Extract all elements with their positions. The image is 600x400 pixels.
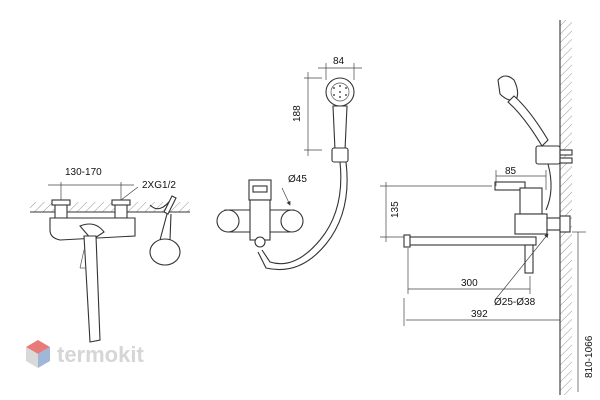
- spout-front: [83, 235, 101, 343]
- thread-label: 2XG1/2: [142, 180, 176, 191]
- shower-head-front: [149, 238, 181, 266]
- body-profile: [519, 187, 543, 215]
- dim-135: 135: [390, 201, 401, 218]
- hose: [261, 161, 342, 265]
- dim-188: 188: [292, 105, 303, 122]
- escutcheon-left: [216, 209, 240, 233]
- dim-85: 85: [505, 166, 517, 177]
- eccentric-left: [54, 203, 68, 219]
- escutcheon-right: [280, 209, 304, 233]
- diverter-profile: [524, 244, 534, 274]
- brand-watermark: termokit: [26, 340, 144, 368]
- profile-view: 85 135 300 Ø25-Ø38 392 810-1066: [380, 20, 595, 395]
- body-lower-profile: [514, 213, 548, 235]
- side-view: 84 188 Ø45: [216, 56, 362, 271]
- brand-logo-right: [38, 347, 50, 368]
- dim-392: 392: [471, 309, 488, 320]
- shower-handle-profile: [507, 95, 549, 147]
- dim-d25-d38: Ø25-Ø38: [494, 297, 536, 308]
- dim-300: 300: [461, 278, 478, 289]
- shower-holder: [331, 147, 349, 163]
- shower-handle: [332, 105, 348, 151]
- brand-name: termokit: [57, 342, 144, 367]
- front-view: 130-170 2XG1/2: [30, 167, 190, 343]
- diverter: [249, 199, 271, 241]
- dim-130-170: 130-170: [65, 167, 102, 178]
- brand-logo-left: [26, 347, 38, 368]
- lever-profile: [494, 181, 526, 191]
- shower-head-profile: [497, 75, 519, 101]
- wall-hatch: [30, 202, 190, 212]
- dim-84: 84: [333, 56, 345, 67]
- spout-profile: [405, 236, 537, 246]
- wall-holder: [535, 145, 561, 165]
- wall-hatch-right: [560, 20, 572, 395]
- lever-front: [79, 223, 105, 241]
- eccentric-right: [114, 203, 128, 219]
- dim-d45: Ø45: [288, 174, 307, 185]
- dim-810-1066: 810-1066: [584, 335, 595, 378]
